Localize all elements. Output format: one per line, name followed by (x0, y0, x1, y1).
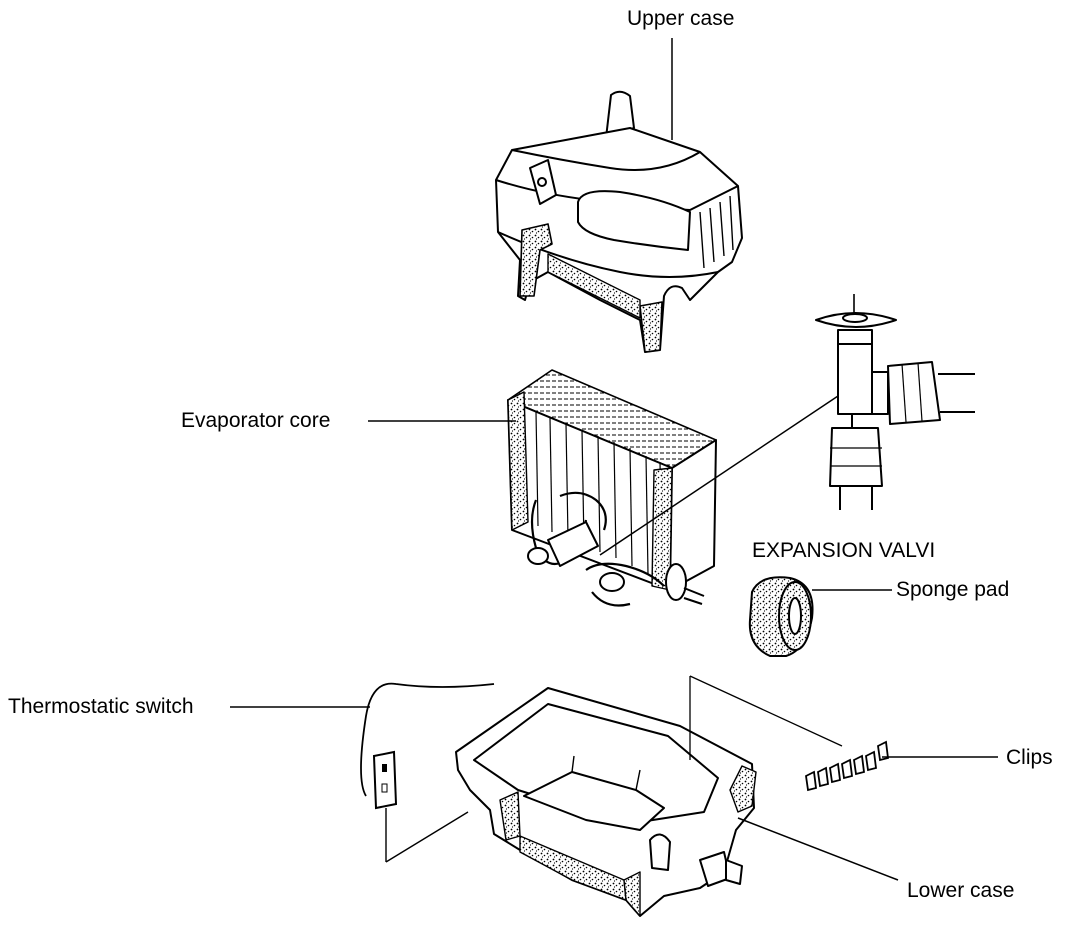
sponge-pad-label: Sponge pad (896, 578, 1010, 601)
upper-case-label: Upper case (627, 7, 735, 30)
clips-label: Clips (1006, 746, 1053, 769)
lower-case-label: Lower case (907, 879, 1015, 902)
lower-case-part (455, 675, 899, 917)
evaporator-core-part (368, 369, 717, 607)
thermostatic-switch-part (230, 682, 495, 863)
upper-case-part (495, 38, 743, 353)
expansion-valve-label: EXPANSION VALVI (752, 539, 936, 562)
thermostatic-switch-label: Thermostatic switch (8, 695, 194, 718)
expansion-valve-part (599, 294, 975, 556)
evaporator-core-label: Evaporator core (181, 409, 331, 432)
clips-part (805, 740, 998, 792)
sponge-pad-part (748, 576, 892, 657)
